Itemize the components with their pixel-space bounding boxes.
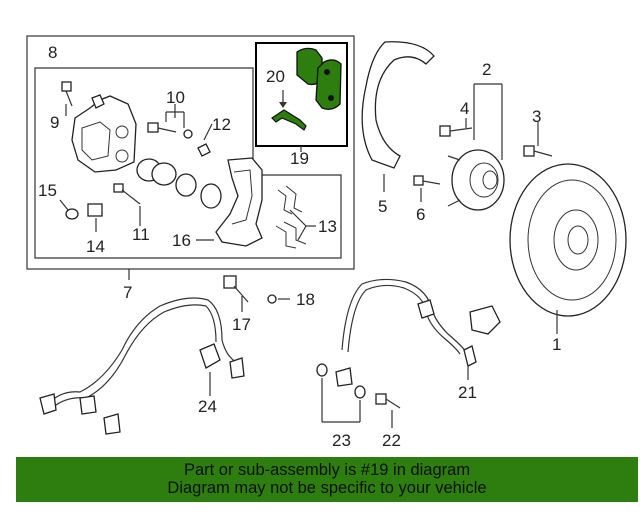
bolt-22 — [375, 393, 401, 409]
bleeder-12 — [197, 143, 211, 157]
banner-line-2: Diagram may not be specific to your vehi… — [167, 479, 487, 497]
guide-pin-10 — [147, 122, 193, 139]
caliper-body — [71, 94, 137, 173]
brake-pads[interactable] — [296, 47, 342, 110]
dust-boot — [200, 183, 222, 209]
abs-sensor-21 — [335, 278, 501, 387]
piston-seal — [175, 173, 197, 197]
label-17: 17 — [232, 315, 251, 334]
pad-clip-20[interactable] — [271, 109, 307, 131]
bolt-9 — [61, 81, 73, 107]
caliper-bracket-16 — [215, 157, 263, 247]
wheel-hub — [447, 149, 505, 211]
label-8: 8 — [48, 43, 57, 62]
pad-wear-sensor — [65, 203, 103, 220]
brake-rotor — [509, 163, 627, 317]
abs-sensor-harness-24 — [39, 297, 245, 435]
label-24: 24 — [198, 397, 217, 416]
bolt-11 — [113, 183, 141, 205]
shield-bolt-6 — [413, 175, 441, 186]
label-14: 14 — [86, 237, 105, 256]
piston — [136, 158, 177, 186]
label-22: 22 — [382, 431, 401, 450]
label-13: 13 — [318, 217, 337, 236]
label-18: 18 — [296, 290, 315, 309]
hub-bolt-3 — [523, 145, 553, 157]
info-banner: Part or sub-assembly is #19 in diagram D… — [16, 457, 638, 502]
label-21: 21 — [458, 383, 477, 402]
label-10: 10 — [166, 88, 185, 107]
dust-shield — [361, 41, 435, 169]
label-15: 15 — [38, 181, 57, 200]
caliper-box-8 — [34, 67, 342, 259]
washer-23a — [316, 363, 328, 377]
label-19: 19 — [290, 149, 309, 168]
label-1: 1 — [552, 335, 561, 354]
label-9: 9 — [50, 113, 59, 132]
assembly-box-7 — [26, 35, 355, 270]
label-3: 3 — [532, 107, 541, 126]
label-11: 11 — [132, 225, 150, 244]
label-4: 4 — [460, 99, 469, 118]
label-2: 2 — [482, 60, 491, 79]
label-6: 6 — [416, 205, 425, 224]
anti-rattle-clips — [275, 185, 307, 249]
label-23: 23 — [332, 431, 351, 450]
leader-lines — [59, 83, 558, 428]
label-5: 5 — [378, 197, 387, 216]
banner-line-1: Part or sub-assembly is #19 in diagram — [183, 461, 471, 479]
washer-18 — [267, 294, 277, 304]
bolt-17 — [223, 275, 249, 303]
washer-23b — [354, 385, 366, 399]
label-16: 16 — [172, 231, 191, 250]
label-20: 20 — [266, 67, 285, 86]
label-7: 7 — [123, 283, 132, 302]
hub-bolt-4 — [439, 125, 473, 137]
label-12: 12 — [212, 115, 231, 134]
